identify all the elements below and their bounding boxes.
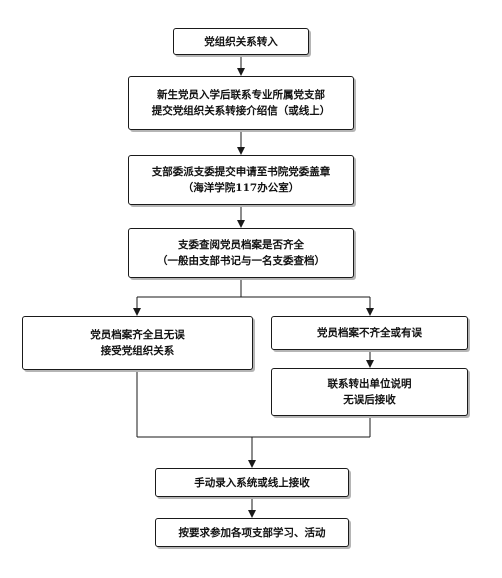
step-manual-entry: 手动录入系统或线上接收 bbox=[155, 468, 349, 497]
step-contact-branch: 新生党员入学后联系专业所属党支部 提交党组织关系转接介绍信（或线上） bbox=[128, 76, 354, 130]
step-contact-source-unit: 联系转出单位说明 无误后接收 bbox=[271, 368, 468, 416]
step-label: 无误后接收 bbox=[343, 394, 396, 406]
step-label: 提交党组织关系转接介绍信（或线上） bbox=[151, 105, 331, 117]
step-label: （一般由支部书记与一名支委查档） bbox=[157, 255, 325, 267]
step-label: 党员档案齐全且无误 bbox=[90, 329, 185, 341]
step-label: 联系转出单位说明 bbox=[327, 378, 412, 390]
step-label: 接受党组织关系 bbox=[100, 345, 175, 357]
step-label: 手动录入系统或线上接收 bbox=[194, 476, 310, 489]
step-check-archive: 支委查阅党员档案是否齐全 （一般由支部书记与一名支委查档） bbox=[128, 228, 354, 278]
step-label: 党员档案不齐全或有误 bbox=[317, 327, 422, 339]
step-label: 党组织关系转入 bbox=[204, 35, 278, 48]
step-transfer-in: 党组织关系转入 bbox=[173, 28, 309, 55]
step-apply-stamp: 支部委派支委提交申请至书院党委盖章 （海洋学院117办公室） bbox=[128, 155, 354, 205]
step-label: 新生党员入学后联系专业所属党支部 bbox=[157, 89, 325, 101]
step-archive-incomplete: 党员档案不齐全或有误 bbox=[271, 316, 468, 350]
step-archive-complete: 党员档案齐全且无误 接受党组织关系 bbox=[22, 316, 253, 370]
step-label: 按要求参加各项支部学习、活动 bbox=[178, 526, 326, 539]
step-label: 支委查阅党员档案是否齐全 bbox=[178, 239, 304, 251]
step-label: （海洋学院117办公室） bbox=[182, 182, 300, 194]
step-label: 支部委派支委提交申请至书院党委盖章 bbox=[151, 166, 331, 178]
step-join-activities: 按要求参加各项支部学习、活动 bbox=[155, 518, 349, 547]
